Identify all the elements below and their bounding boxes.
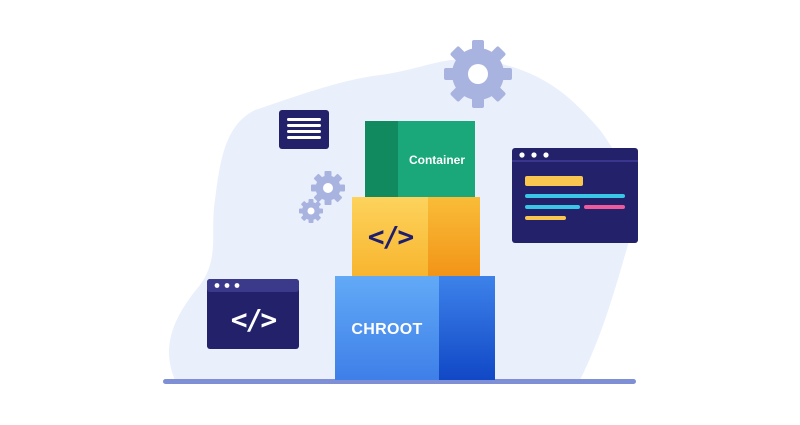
- document-icon: [279, 110, 329, 149]
- gear-icon: [299, 199, 323, 223]
- container-box: [365, 121, 475, 198]
- code-box: [352, 197, 480, 276]
- chroot-label: CHROOT: [351, 321, 423, 338]
- container-label: Container: [408, 153, 465, 167]
- code-box-label: </>: [367, 220, 415, 253]
- gear-icon: [444, 40, 512, 108]
- browser-window-icon: [512, 148, 638, 243]
- chroot-box: [335, 276, 495, 380]
- ground-line: [163, 379, 636, 384]
- code-window-icon: [207, 279, 299, 349]
- gear-icon: [311, 171, 345, 205]
- code-window-label: </>: [230, 303, 278, 336]
